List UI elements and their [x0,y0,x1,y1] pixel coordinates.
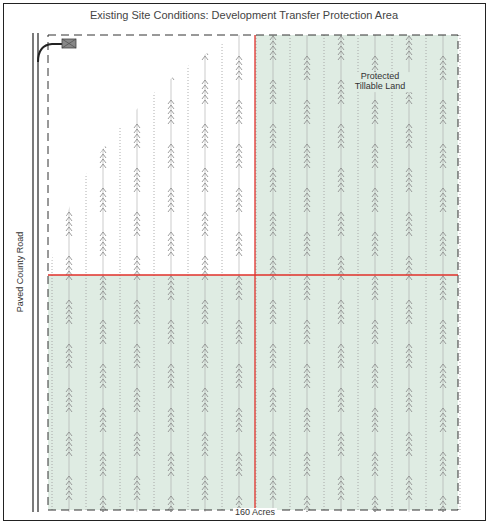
area-size: 160 Acres [233,508,277,518]
division-lines [48,35,458,510]
parcel-boundary [48,35,458,510]
protected-area-fill [48,35,458,510]
county-road [33,33,38,512]
title: Existing Site Conditions: Development Tr… [88,9,400,21]
area-label: Protected Tillable Land [347,72,413,92]
crop-rows [52,35,460,520]
frame [4,4,486,521]
mailbox [38,39,76,62]
road-label: Paved County Road [16,230,26,315]
